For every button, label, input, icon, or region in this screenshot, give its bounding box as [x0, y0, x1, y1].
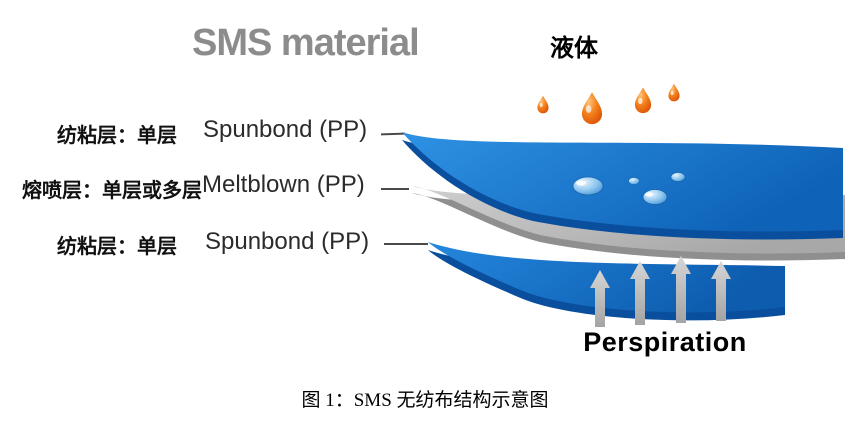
perspiration-arrow: [671, 256, 691, 323]
surface-droplet: [642, 189, 668, 205]
falling-droplet: [668, 83, 680, 102]
surface-droplet: [628, 177, 640, 185]
layer-label-en-spunbond-bottom: Spunbond (PP): [205, 228, 370, 255]
layer-label-en-spunbond-top: Spunbond (PP): [203, 116, 368, 143]
perspiration-arrow: [711, 261, 731, 321]
liquid-label: 液体: [550, 35, 598, 62]
layer-label-cn-meltblown: 熔喷层：单层或多层: [22, 180, 202, 202]
falling-droplets: [537, 83, 680, 125]
perspiration-arrows: [590, 256, 731, 327]
sms-3d-illustration: [402, 83, 845, 327]
perspiration-arrow: [630, 261, 650, 325]
leader-line-middle: [381, 188, 409, 190]
surface-droplets: [572, 172, 686, 205]
layer-label-cn-spunbond-bottom: 纺粘层：单层: [57, 236, 177, 258]
leader-line-bottom: [384, 243, 428, 245]
perspiration-arrow: [590, 270, 610, 327]
layer-label-en-meltblown: Meltblown (PP): [202, 171, 365, 198]
surface-droplet: [670, 172, 686, 182]
falling-droplet: [581, 92, 603, 125]
perspiration-label: Perspiration: [583, 327, 747, 357]
surface-droplet: [572, 176, 604, 196]
layer-label-cn-spunbond-top: 纺粘层：单层: [57, 125, 177, 147]
falling-droplet: [537, 95, 549, 114]
top-spunbond-sheet: [402, 132, 843, 240]
figure-caption: 图 1：SMS 无纺布结构示意图: [301, 390, 549, 411]
diagram-title: SMS material: [192, 22, 420, 64]
falling-droplet: [634, 87, 652, 114]
